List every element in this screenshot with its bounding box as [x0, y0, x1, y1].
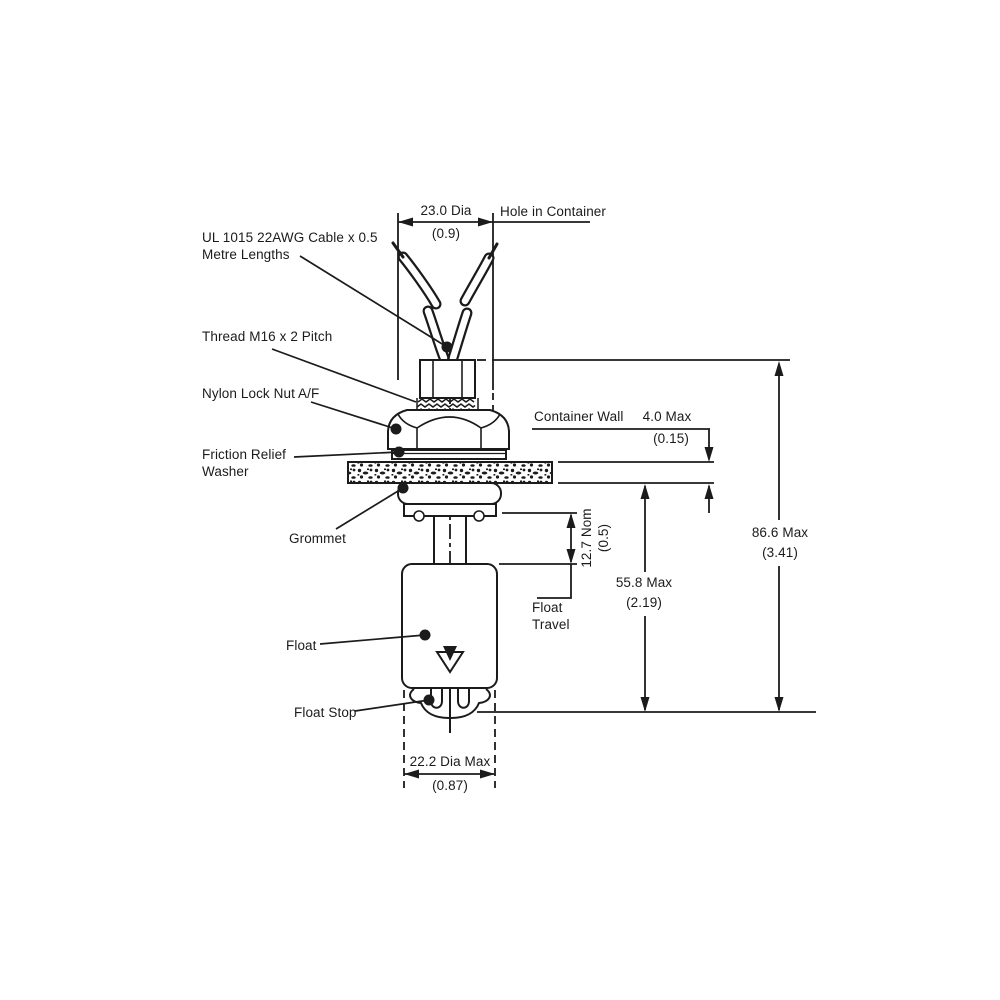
arrow-up-icon: [774, 361, 784, 376]
grommet-label: Grommet: [289, 531, 346, 546]
thread-leader: [271, 348, 417, 403]
grommet-leader: [335, 487, 404, 530]
float-travel-dim: 12.7 Nom(0.5): [578, 493, 612, 583]
hole-dia-metric: 23.0 Dia: [420, 203, 472, 218]
gland-cap: [419, 359, 476, 399]
container-wall-label: Container Wall: [534, 409, 624, 424]
arrow-left-icon: [398, 217, 413, 227]
arrow-down-icon: [566, 549, 576, 564]
hole-dia-inch: (0.9): [431, 226, 461, 241]
thread-label: Thread M16 x 2 Pitch: [202, 329, 333, 344]
wall-thickness-metric: 4.0 Max: [642, 409, 692, 424]
grommet: [397, 482, 502, 505]
friction-washer-label: Friction Relief Washer: [202, 447, 287, 479]
arrow-up-icon: [704, 484, 714, 499]
arrow-down-icon: [443, 646, 457, 661]
float-travel-leader: [537, 564, 572, 599]
dim558-metric: 55.8 Max: [615, 575, 673, 590]
float-travel-metric: 12.7 Nom: [579, 508, 594, 568]
float-direction-symbol: [435, 646, 465, 674]
flange-nub-left: [413, 510, 425, 522]
cable-label: UL 1015 22AWG Cable x 0.5 Metre Lengths: [202, 230, 378, 262]
arrow-left-icon: [404, 769, 419, 779]
arrowheads: [398, 217, 784, 779]
arrow-right-icon: [478, 217, 493, 227]
wire-right-stripped-end: [487, 242, 499, 260]
flange-nub-right: [473, 510, 485, 522]
dimension-lines: [397, 213, 816, 788]
lock-nut: [387, 409, 510, 450]
float-dia-inch: (0.87): [432, 778, 468, 793]
dim866-inch: (3.41): [762, 545, 798, 560]
wire-left-stripped-end: [391, 241, 405, 259]
hole-in-container-label: Hole in Container: [500, 204, 607, 219]
arrow-down-icon: [774, 697, 784, 712]
arrow-down-icon: [704, 447, 714, 462]
container-wall: [347, 461, 553, 484]
float-travel-inch: (0.5): [596, 523, 611, 553]
float-label: Float: [286, 638, 317, 653]
float-dia-metric: 22.2 Dia Max: [409, 754, 491, 769]
washer-leader: [293, 451, 400, 458]
cable-leader: [299, 255, 448, 348]
float-stop-label: Float Stop: [294, 705, 357, 720]
friction-washer: [391, 449, 507, 460]
arrow-down-icon: [640, 697, 650, 712]
arrow-up-icon: [640, 484, 650, 499]
flange: [403, 503, 497, 517]
float-stop: [409, 688, 491, 719]
dim558-inch: (2.19): [626, 595, 662, 610]
lock-nut-leader: [310, 401, 397, 430]
lock-nut-label: Nylon Lock Nut A/F: [202, 386, 320, 401]
stem: [433, 516, 467, 564]
switch-body: [347, 359, 553, 719]
arrow-right-icon: [480, 769, 495, 779]
float-leader: [319, 634, 426, 645]
arrow-up-icon: [566, 513, 576, 528]
float-travel-label: Float Travel: [532, 600, 570, 632]
wall-thickness-inch: (0.15): [653, 431, 689, 446]
float-body: [401, 563, 498, 689]
dim866-metric: 86.6 Max: [751, 525, 809, 540]
float-stop-leader: [354, 699, 430, 712]
cables: [391, 241, 499, 364]
leader-lines: [271, 255, 448, 712]
leader-dots: [390, 341, 453, 706]
